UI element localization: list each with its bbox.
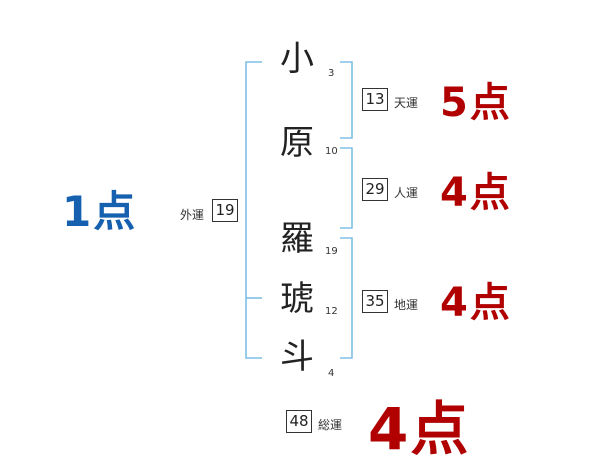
sou-score: 4点: [368, 395, 471, 463]
sou-label: 総運: [318, 418, 343, 432]
ten-bracket: [340, 61, 353, 139]
name-char-5: 斗: [280, 337, 314, 377]
stroke-count-4: 12: [325, 306, 338, 317]
gai-score: 1点: [62, 187, 138, 236]
name-char-4: 琥: [280, 279, 314, 319]
stroke-count-1: 3: [328, 68, 335, 79]
jin-bracket: [340, 147, 353, 229]
stroke-count-3: 19: [325, 246, 338, 257]
chi-value-box: 35: [362, 290, 388, 313]
name-char-2: 原: [280, 123, 314, 163]
chi-bracket: [340, 237, 353, 359]
chi-label: 地運: [394, 298, 419, 312]
sou-value-box: 48: [286, 410, 312, 433]
gai-value-box: 19: [212, 199, 238, 222]
ten-label: 天運: [394, 96, 419, 110]
name-char-1: 小: [280, 39, 314, 79]
ten-score: 5点: [440, 80, 512, 126]
jin-score: 4点: [440, 170, 512, 216]
jin-label: 人運: [394, 186, 419, 200]
chi-score: 4点: [440, 280, 512, 326]
stroke-count-2: 10: [325, 146, 338, 157]
name-char-3: 羅: [280, 219, 314, 259]
ten-value-box: 13: [362, 88, 388, 111]
gai-bracket: [245, 61, 262, 359]
stroke-count-5: 4: [328, 368, 335, 379]
jin-value-box: 29: [362, 178, 388, 201]
gai-label: 外運: [180, 208, 205, 222]
